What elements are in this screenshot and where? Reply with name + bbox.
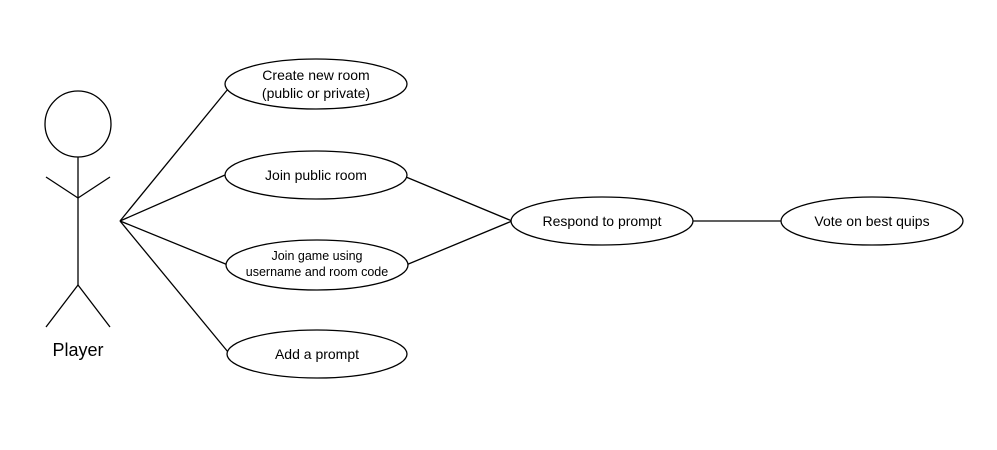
actor-head	[44, 90, 112, 158]
actor-right-arm	[77, 176, 111, 199]
assoc-join-public-respond	[405, 176, 513, 222]
use-case-create-room-label-2: (public or private)	[262, 85, 370, 101]
assoc-player-add-prompt	[119, 220, 229, 353]
use-case-join-with-code: Join game using username and room code	[225, 239, 409, 291]
assoc-join-code-respond	[405, 220, 513, 266]
use-case-create-room-label-1: Create new room	[262, 67, 369, 83]
actor-player: Player	[44, 90, 112, 360]
associations	[119, 88, 781, 353]
use-case-join-public-room: Join public room	[224, 150, 408, 200]
use-case-add-prompt-label: Add a prompt	[275, 346, 359, 362]
assoc-player-join-code	[119, 220, 229, 266]
assoc-player-create-room	[119, 88, 229, 222]
use-case-join-with-code-label-1: Join game using	[271, 249, 362, 263]
use-case-add-prompt: Add a prompt	[226, 329, 408, 379]
actor-left-arm	[45, 176, 79, 199]
actor-label: Player	[52, 340, 103, 360]
use-case-vote: Vote on best quips	[780, 196, 964, 246]
use-case-join-public-room-label: Join public room	[265, 167, 367, 183]
use-case-respond-prompt: Respond to prompt	[510, 196, 694, 246]
actor-right-leg	[77, 284, 111, 328]
use-case-create-room: Create new room (public or private)	[224, 58, 408, 110]
use-case-vote-label: Vote on best quips	[814, 213, 929, 229]
use-case-join-with-code-label-2: username and room code	[246, 265, 388, 279]
actor-left-leg	[45, 284, 79, 328]
assoc-player-join-public	[119, 174, 226, 222]
use-case-respond-prompt-label: Respond to prompt	[542, 213, 661, 229]
